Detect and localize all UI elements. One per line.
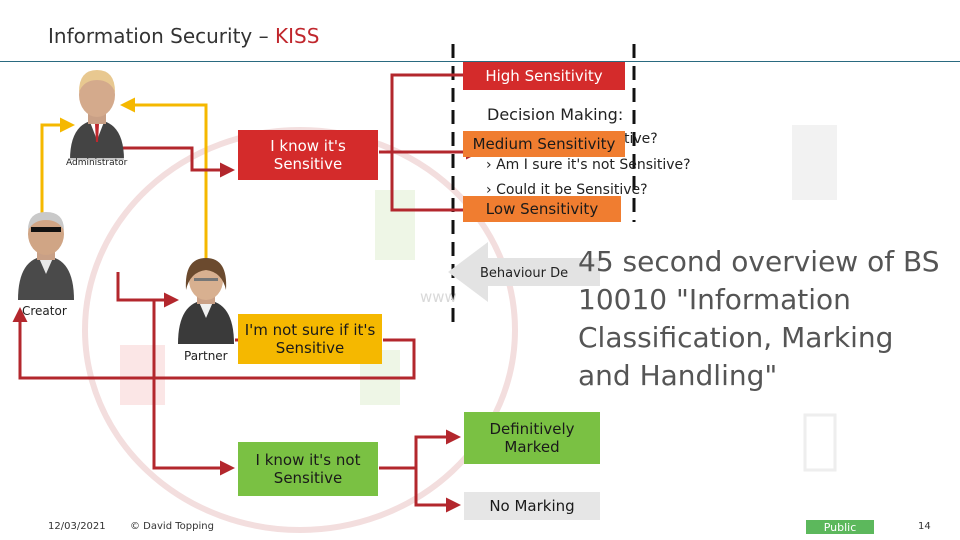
connector-creator-not-sensitive bbox=[152, 300, 235, 476]
classification-badge: Public bbox=[806, 520, 874, 534]
connector-not-sure-creator bbox=[12, 307, 416, 380]
partner-label: Partner bbox=[184, 349, 228, 363]
behaviour-arrow bbox=[448, 242, 600, 302]
box-know-sensitive: I know it's Sensitive bbox=[238, 130, 378, 180]
connector-not-sensitive-no-marking bbox=[414, 468, 461, 513]
behaviour-label: Behaviour De bbox=[480, 266, 569, 281]
administrator-label: Administrator bbox=[66, 158, 128, 168]
connector-admin-know bbox=[123, 146, 235, 178]
box-high-sensitivity: High Sensitivity bbox=[463, 62, 625, 90]
overview-text: 45 second overview of BS 10010 "Informat… bbox=[578, 245, 940, 392]
decision-question-2-text: Am I sure it's not Sensitive? bbox=[496, 157, 691, 173]
decision-question-3: › Could it be Sensitive? bbox=[486, 182, 648, 198]
box-definitively-marked: Definitively Marked bbox=[464, 412, 600, 464]
background-block-red bbox=[120, 345, 165, 405]
www-watermark: www bbox=[420, 288, 457, 306]
creator-label: Creator bbox=[22, 304, 67, 318]
creator-figure bbox=[18, 212, 74, 300]
page-title: Information Security – KISS bbox=[48, 24, 319, 48]
connector-not-sensitive-marked bbox=[379, 429, 461, 470]
decision-heading: Decision Making: bbox=[487, 105, 624, 124]
background-building bbox=[792, 125, 837, 200]
page-number: 14 bbox=[918, 521, 931, 532]
decision-question-2: › Am I sure it's not Sensitive? bbox=[486, 157, 691, 173]
footer-author: © David Topping bbox=[130, 521, 214, 532]
yellow-arrow-creator-admin bbox=[40, 117, 75, 225]
box-not-sure: I'm not sure if it's Sensitive bbox=[238, 314, 382, 364]
connector-creator-partner bbox=[116, 272, 179, 308]
connector-know-low bbox=[390, 152, 481, 218]
title-main: Information Security – bbox=[48, 24, 275, 48]
background-device bbox=[803, 413, 837, 472]
yellow-arrow-partner-admin bbox=[120, 97, 208, 272]
decision-question-3-text: Could it be Sensitive? bbox=[496, 182, 648, 198]
box-low-sensitivity: Low Sensitivity bbox=[463, 196, 621, 222]
box-no-marking: No Marking bbox=[464, 492, 600, 520]
decision-question-1-partial: tive? bbox=[624, 131, 658, 147]
administrator-figure bbox=[70, 70, 124, 160]
box-medium-sensitivity: Medium Sensitivity bbox=[463, 131, 625, 157]
background-block-green bbox=[375, 190, 415, 260]
title-accent: KISS bbox=[274, 24, 320, 48]
title-rule bbox=[0, 61, 960, 62]
box-know-not-sensitive: I know it's not Sensitive bbox=[238, 442, 378, 496]
footer-date: 12/03/2021 bbox=[48, 521, 106, 532]
partner-figure bbox=[178, 258, 234, 344]
connector-know-high bbox=[379, 67, 481, 154]
